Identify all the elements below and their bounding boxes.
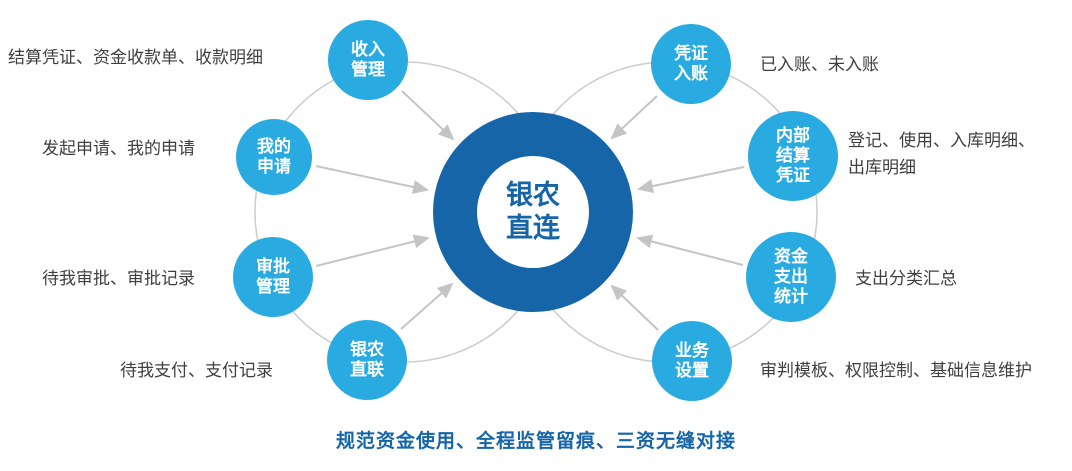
node-my-applications: 我的 申请 xyxy=(236,119,312,195)
node-business-settings: 业务 设置 xyxy=(652,321,732,401)
node-income-management: 收入 管理 xyxy=(328,20,408,100)
arrow-income xyxy=(401,90,455,141)
center-hub-title: 银农 直连 xyxy=(506,180,560,243)
desc-bank-direct-link: 待我支付、支付记录 xyxy=(120,361,273,380)
node-voucher-entry: 凭证 入账 xyxy=(651,24,731,104)
desc-expense-statistics: 支出分类汇总 xyxy=(855,269,957,288)
arrow-expense-stats xyxy=(636,234,744,266)
arrow-voucher-entry xyxy=(610,95,658,140)
arrow-approval xyxy=(315,234,430,267)
node-internal-settlement-voucher: 内部 结算 凭证 xyxy=(748,111,838,201)
node-expense-statistics: 资金 支出 统计 xyxy=(746,232,836,322)
desc-internal-settlement-voucher: 登记、使用、入库明细、 出库明细 xyxy=(848,131,1035,177)
footer-slogan: 规范资金使用、全程监管留痕、三资无缝对接 xyxy=(335,431,736,452)
desc-approval-management: 待我审批、审批记录 xyxy=(42,269,195,288)
arrow-biz-settings xyxy=(610,284,659,331)
center-hub-ring: 银农 直连 xyxy=(433,112,633,312)
node-approval-management: 审批 管理 xyxy=(233,237,313,317)
arrow-bank-direct xyxy=(400,282,454,330)
desc-my-applications: 发起申请、我的申请 xyxy=(42,139,195,158)
desc-voucher-entry: 已入账、未入账 xyxy=(760,55,879,74)
arrows-to-center xyxy=(315,90,745,331)
node-bank-direct-link: 银农 直联 xyxy=(327,320,407,400)
arrow-my-apply xyxy=(315,165,429,194)
desc-income-management: 结算凭证、资金收款单、收款明细 xyxy=(8,48,263,67)
arrow-internal-voucher xyxy=(637,166,745,193)
desc-business-settings: 审判模板、权限控制、基础信息维护 xyxy=(760,361,1032,380)
